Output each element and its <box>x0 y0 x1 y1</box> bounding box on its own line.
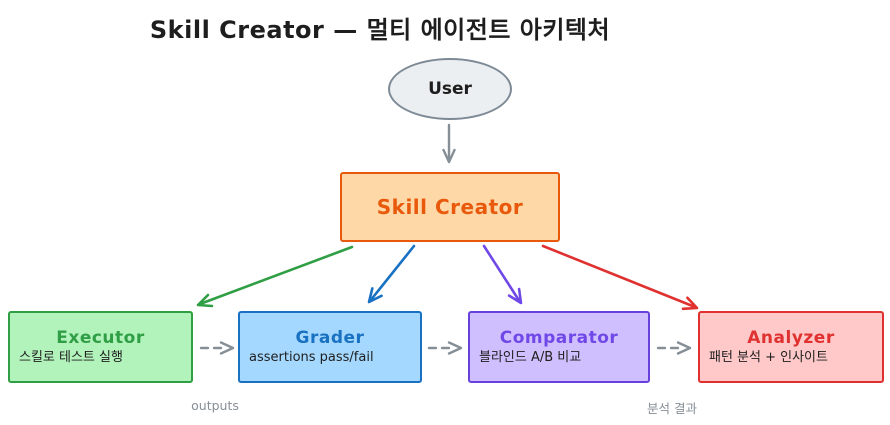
agent-node-analyzer: Analyzer 패턴 분석 + 인사이트 <box>698 311 884 383</box>
skill-creator-node: Skill Creator <box>340 172 560 242</box>
edge-user-to-creator <box>442 123 456 164</box>
user-node-label: User <box>428 79 472 99</box>
edge-executor-to-grader <box>199 341 235 355</box>
agent-subtitle: 블라인드 A/B 비교 <box>479 349 582 365</box>
agent-node-comparator: Comparator 블라인드 A/B 비교 <box>468 311 650 383</box>
agent-title: Grader <box>295 327 365 348</box>
user-node: User <box>388 58 512 120</box>
edge-creator-to-grader <box>367 244 416 304</box>
agent-title: Comparator <box>499 327 619 348</box>
agent-node-executor: Executor 스킬로 테스트 실행 <box>8 311 193 383</box>
agent-subtitle: 스킬로 테스트 실행 <box>19 349 123 365</box>
edge-creator-to-comparator <box>482 244 523 305</box>
edge-comparator-to-analyzer <box>656 341 692 355</box>
edge-label-outputs: outputs <box>191 398 239 413</box>
agent-title: Analyzer <box>747 327 835 348</box>
edge-grader-to-comparator <box>427 341 463 355</box>
edge-label-analysis-result: 분석 결과 <box>647 401 697 416</box>
diagram-title: Skill Creator — 멀티 에이전트 아키텍처 <box>149 16 611 44</box>
skill-creator-label: Skill Creator <box>376 195 524 219</box>
edge-creator-to-analyzer <box>541 244 699 311</box>
edge-creator-to-executor <box>196 245 354 308</box>
agent-subtitle: 패턴 분석 + 인사이트 <box>709 349 828 365</box>
agent-subtitle: assertions pass/fail <box>249 349 374 365</box>
agent-title: Executor <box>56 327 145 348</box>
agent-node-grader: Grader assertions pass/fail <box>238 311 422 383</box>
